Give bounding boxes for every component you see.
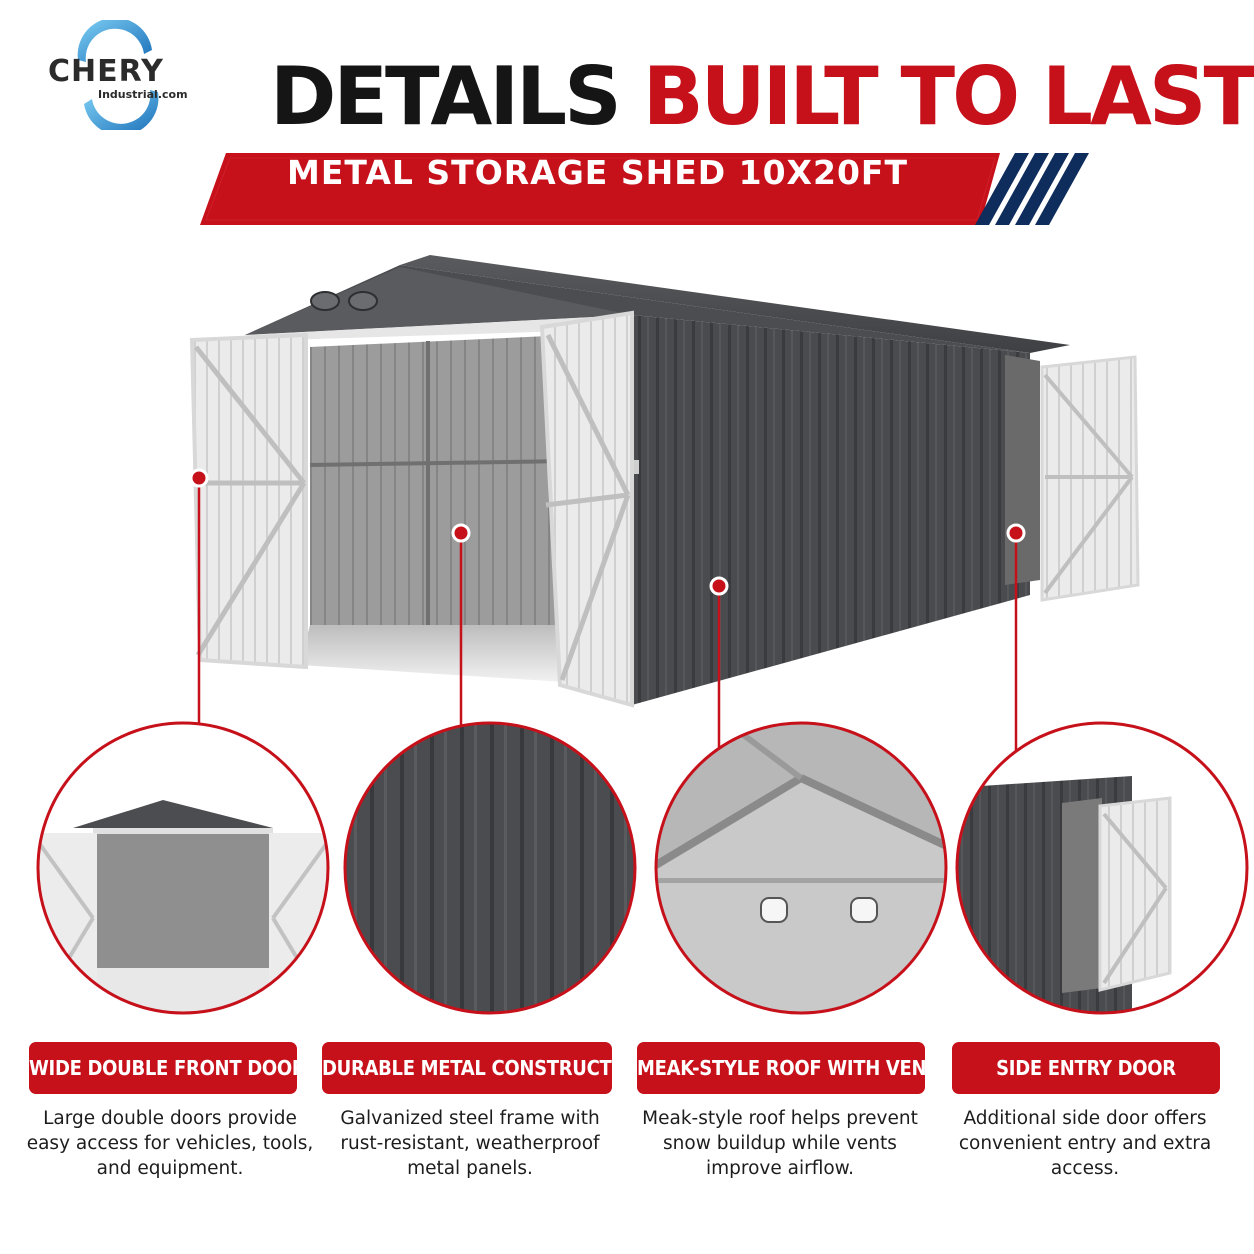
logo-subtext: Industrial.com [98, 88, 188, 101]
feature-label-metal: DURABLE METAL CONSTRUCTION [322, 1042, 612, 1094]
title-banner [200, 153, 1000, 225]
feature-desc-front-doors: Large double doors provide easy access f… [26, 1108, 314, 1179]
title-part-dark: DETAILS [270, 50, 622, 143]
brand-logo: CHERY Industrial.com [40, 20, 200, 130]
detail-circle-front-doors [33, 718, 333, 1018]
logo-swoosh-icon [77, 20, 159, 130]
detail-circle-roof [651, 718, 951, 1018]
logo-wordmark: CHERY [48, 54, 164, 89]
detail-circle-metal [340, 718, 640, 1018]
feature-desc-metal: Galvanized steel frame with rust-resista… [340, 1108, 600, 1179]
title-part-red: BUILT TO LAST [642, 50, 1254, 143]
feature-label-front-doors: WIDE DOUBLE FRONT DOORS [29, 1042, 297, 1094]
feature-desc-side-door: Additional side door offers convenient e… [958, 1108, 1212, 1179]
shed-illustration [189, 255, 1140, 708]
stripe-icon [975, 153, 1089, 225]
detail-circle-side-door [952, 718, 1252, 1018]
feature-label-roof: MEAK-STYLE ROOF WITH VENTS [637, 1042, 925, 1094]
feature-desc-roof: Meak-style roof helps prevent snow build… [642, 1108, 918, 1179]
banner-text: METAL STORAGE SHED 10X20FT [287, 153, 908, 192]
feature-label-side-door: SIDE ENTRY DOOR [952, 1042, 1220, 1094]
